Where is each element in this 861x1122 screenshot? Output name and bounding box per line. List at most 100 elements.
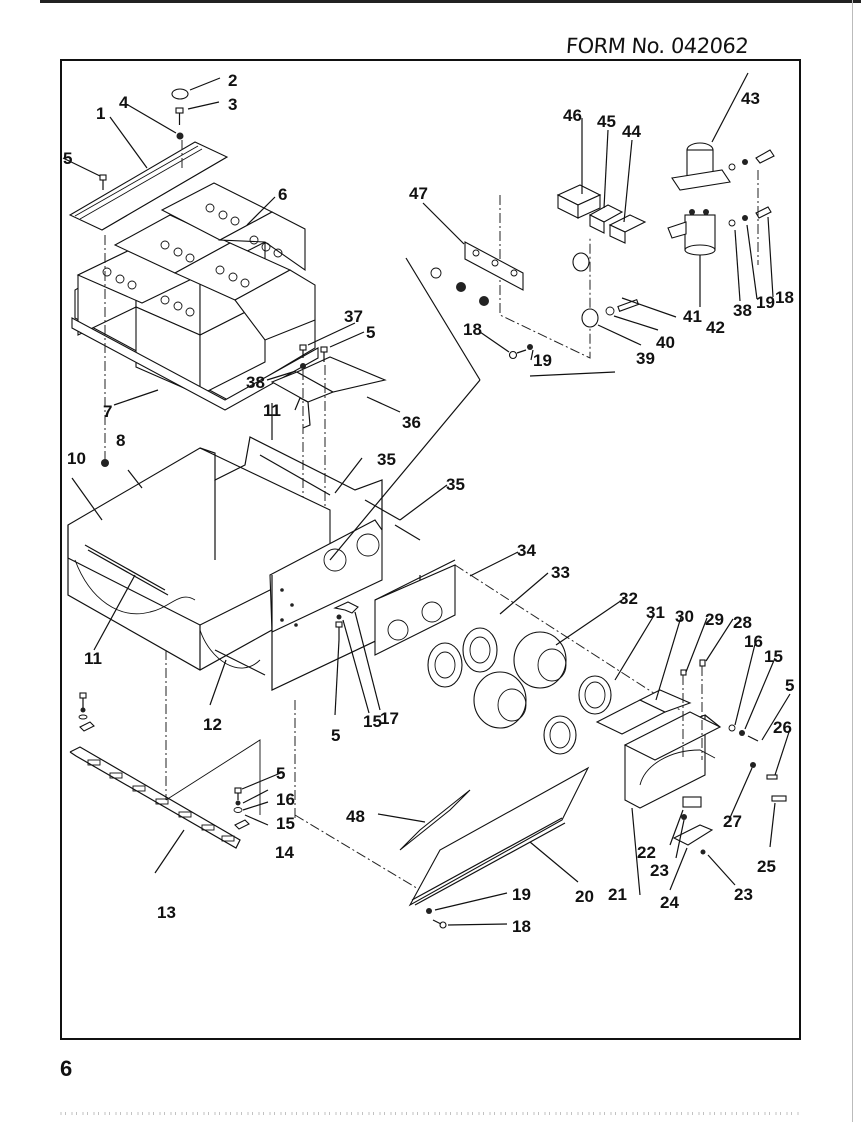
battery-compartment-part-8 xyxy=(67,436,421,691)
solenoid-part-42 xyxy=(667,209,716,256)
screw-part-18-bottom xyxy=(432,919,447,929)
nut-part-40 xyxy=(605,306,615,316)
figure-frame xyxy=(60,59,801,1040)
callout-41: 41 xyxy=(683,307,702,326)
callout-39: 39 xyxy=(636,349,655,368)
callout-18-mid: 18 xyxy=(463,320,482,339)
screw-part-5-right xyxy=(747,735,759,742)
screw-part-28 xyxy=(699,659,706,760)
washer-part-16 xyxy=(728,724,736,732)
cover-panel-part-20 xyxy=(408,766,590,907)
clip-part-17 xyxy=(333,601,359,614)
callout-34: 34 xyxy=(517,541,536,560)
callout-11-lower: 11 xyxy=(84,649,102,668)
screw-part-5 xyxy=(99,174,107,190)
washer-part-19-mid xyxy=(527,344,533,350)
callout-26: 26 xyxy=(773,718,792,737)
relay-part-44 xyxy=(608,214,647,244)
ring-part-31 xyxy=(543,675,612,755)
callout-27: 27 xyxy=(723,812,742,831)
callout-32: 32 xyxy=(619,589,638,608)
screw-part-27 xyxy=(750,762,756,768)
callout-25: 25 xyxy=(757,857,776,876)
callout-5-right: 5 xyxy=(785,676,794,695)
callout-leader-line xyxy=(405,257,481,381)
callout-4: 4 xyxy=(119,93,129,112)
callout-23-right: 23 xyxy=(734,885,753,904)
page-edge xyxy=(852,0,853,1122)
callout-12: 12 xyxy=(203,715,222,734)
callout-7: 7 xyxy=(103,402,112,421)
mounting-plate-outline xyxy=(499,195,591,359)
callout-6: 6 xyxy=(278,185,287,204)
nut-part-4 xyxy=(176,132,184,140)
leader-lines xyxy=(62,72,791,926)
callout-5-rail: 5 xyxy=(276,764,285,783)
callout-20: 20 xyxy=(575,887,594,906)
spacer-part-39 xyxy=(572,252,599,328)
callout-31: 31 xyxy=(646,603,665,622)
mounting-rail-part-13 xyxy=(69,746,241,849)
cap-part-2 xyxy=(171,88,189,100)
switch-part-32 xyxy=(473,631,567,729)
bolt-part-3 xyxy=(175,107,184,125)
callout-42: 42 xyxy=(706,318,725,337)
callout-labels: 1 2 3 4 5 6 7 8 10 11 11 12 13 14 15 15 … xyxy=(63,71,794,936)
block-part-30 xyxy=(595,689,692,735)
callout-22: 22 xyxy=(637,843,656,862)
callout-45: 45 xyxy=(597,112,616,131)
callout-37: 37 xyxy=(344,307,363,326)
callout-16-right: 16 xyxy=(744,632,763,651)
callout-18-bottom: 18 xyxy=(512,917,531,936)
plate-part-47 xyxy=(464,241,524,291)
callout-44: 44 xyxy=(622,122,641,141)
callout-3: 3 xyxy=(228,95,237,114)
callout-15-right: 15 xyxy=(764,647,783,666)
bracket-part-24 xyxy=(672,824,714,846)
assembly-line xyxy=(294,814,421,891)
nut-part-23-lower xyxy=(700,849,706,855)
callout-21: 21 xyxy=(608,885,627,904)
callout-48: 48 xyxy=(346,807,365,826)
callout-leader-line xyxy=(329,379,481,561)
callout-29: 29 xyxy=(705,610,724,629)
callout-leader-line xyxy=(529,371,616,377)
panel-part-34 xyxy=(374,559,456,656)
page-number: 6 xyxy=(60,1056,73,1081)
callout-38-left: 38 xyxy=(246,373,265,392)
washer-part-15 xyxy=(739,730,745,736)
callout-35-upper: 35 xyxy=(377,450,396,469)
panel-outline xyxy=(165,739,261,815)
callout-14: 14 xyxy=(275,843,294,862)
screw-part-5-upper xyxy=(320,346,328,362)
callout-43: 43 xyxy=(741,89,760,108)
battery-tray-part-7 xyxy=(71,317,319,411)
callout-47: 47 xyxy=(409,184,428,203)
bracket-part-36 xyxy=(270,356,387,429)
screw-part-18-mid xyxy=(508,349,527,360)
screw-part-29 xyxy=(680,669,687,760)
callout-8: 8 xyxy=(116,431,125,450)
bolt-stack-left xyxy=(78,692,95,732)
relay-part-45 xyxy=(588,204,624,234)
clip-part-26 xyxy=(766,774,778,780)
nut-part-23 xyxy=(681,814,687,820)
callout-15-mid: 15 xyxy=(363,712,382,731)
callout-38-right: 38 xyxy=(733,301,752,320)
screw-part-5-mid xyxy=(335,614,343,640)
callout-15-left: 15 xyxy=(276,814,295,833)
callout-19-bottom: 19 xyxy=(512,885,531,904)
terminal-part-22 xyxy=(682,796,702,808)
nut-left-1 xyxy=(430,267,442,279)
control-housing-part-21 xyxy=(623,711,722,809)
hinge-plate-part-1 xyxy=(68,141,229,231)
callout-24: 24 xyxy=(660,893,679,912)
relay-part-46 xyxy=(556,184,602,219)
callout-10: 10 xyxy=(67,449,86,468)
callout-16-left: 16 xyxy=(276,790,295,809)
callout-2: 2 xyxy=(228,71,237,90)
callout-18-right: 18 xyxy=(775,288,794,307)
scan-artifact xyxy=(60,1112,800,1115)
grommet-left-2 xyxy=(479,296,489,306)
callout-30: 30 xyxy=(675,607,694,626)
